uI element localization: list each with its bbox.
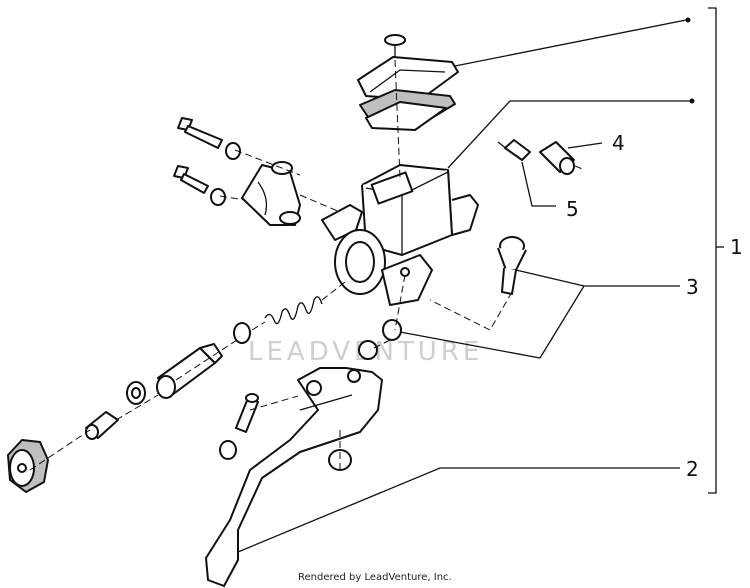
pivot-nut — [358, 319, 402, 360]
bleed-cap — [539, 141, 575, 175]
clamp-bolt-lower — [173, 165, 226, 206]
push-rod — [85, 411, 119, 440]
piston-seal — [126, 381, 146, 405]
dust-boot — [7, 439, 49, 493]
brake-lever — [205, 367, 383, 587]
callout-5: 5 — [566, 197, 579, 221]
callout-3: 3 — [686, 275, 699, 299]
callout-4: 4 — [612, 131, 625, 155]
piston-spring — [264, 296, 323, 325]
bleed-nipple — [497, 139, 531, 161]
master-cylinder-body — [361, 164, 479, 256]
callout-1: 1 — [730, 235, 743, 259]
piston-assembly — [156, 343, 223, 399]
adjuster-pin — [219, 393, 259, 460]
clamp-bolt-upper — [177, 117, 241, 160]
reservoir-diaphragm — [359, 89, 456, 131]
reservoir-cap — [357, 56, 459, 101]
spring-washer — [233, 322, 251, 344]
render-credit: Rendered by LeadVenture, Inc. — [298, 572, 452, 583]
assembly-axis-lines — [29, 59, 586, 471]
assembly-bracket — [708, 7, 724, 494]
callout-2: 2 — [686, 457, 699, 481]
cover-screw — [384, 34, 406, 60]
leader-lines — [237, 17, 695, 553]
clamp-half — [241, 161, 301, 226]
pivot-bolt — [497, 236, 527, 295]
